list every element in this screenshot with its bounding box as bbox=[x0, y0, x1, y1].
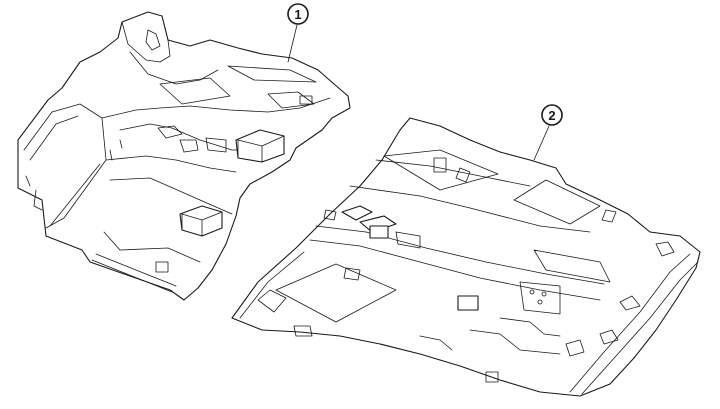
part-1-front-floor-carpet bbox=[17, 11, 351, 301]
part-2-rear-floor-carpet bbox=[231, 117, 701, 397]
callout-2-number: 2 bbox=[548, 108, 555, 123]
callout-1: 1 bbox=[287, 3, 309, 63]
callout-2: 2 bbox=[533, 104, 563, 161]
callout-2-circle bbox=[541, 104, 563, 126]
callout-2-leader bbox=[533, 125, 550, 161]
callout-1-circle bbox=[287, 3, 309, 25]
callout-1-number: 1 bbox=[294, 7, 301, 22]
callout-1-leader bbox=[287, 24, 298, 63]
